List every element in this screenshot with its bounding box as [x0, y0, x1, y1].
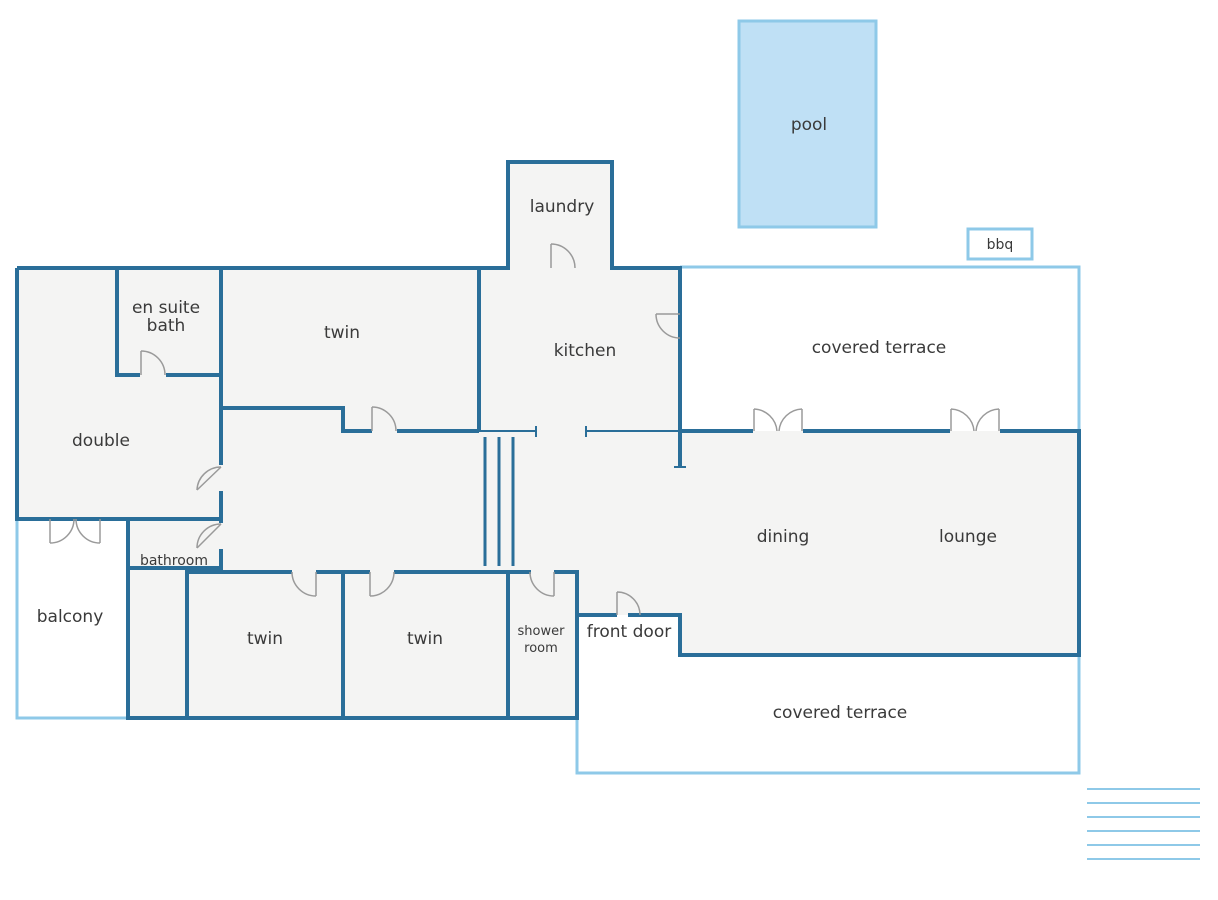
- pool-label: pool: [791, 115, 827, 135]
- kitchen-terrace-door-icon[interactable]: [655, 313, 681, 339]
- covered-terrace-north-outline: [680, 265, 1081, 431]
- dining-label: dining: [757, 527, 810, 547]
- en-suite-door-icon[interactable]: [140, 350, 166, 376]
- en-suite-label-line1: en suite: [132, 298, 200, 318]
- interior-floor: [17, 162, 1079, 718]
- lounge-french-door-icon[interactable]: [950, 408, 1000, 432]
- covered-terrace-south-label: covered terrace: [773, 703, 908, 723]
- covered-terrace-south-outline: [575, 655, 1081, 775]
- twin-south-label: twin: [407, 629, 443, 649]
- twin-southwest-door-icon[interactable]: [291, 571, 317, 597]
- balcony-label: balcony: [37, 607, 104, 627]
- bbq-box: [966, 227, 1034, 261]
- pool-area: [737, 19, 878, 229]
- shower-room-label-line2: room: [524, 641, 558, 656]
- en-suite-label-line2: bath: [147, 316, 186, 336]
- bathroom-label: bathroom: [140, 553, 208, 569]
- front-door-icon[interactable]: [616, 591, 641, 616]
- dining-french-door-icon[interactable]: [753, 408, 803, 432]
- twin-north-door-icon[interactable]: [371, 406, 397, 432]
- bathroom-door-icon[interactable]: [196, 523, 222, 549]
- shower-room-door-icon[interactable]: [529, 571, 555, 597]
- kitchen-label: kitchen: [554, 341, 617, 361]
- stairs-icon: [483, 437, 515, 566]
- front-door-label: front door: [587, 622, 671, 642]
- twin-south-door-icon[interactable]: [369, 571, 395, 597]
- doors: [49, 243, 1000, 616]
- double-label: double: [72, 431, 130, 451]
- lounge-label: lounge: [939, 527, 997, 547]
- kitchen-counter-lines: [479, 426, 686, 468]
- balcony-outline: [15, 519, 128, 720]
- laundry-label: laundry: [530, 197, 595, 217]
- walls: [15, 160, 1081, 720]
- shower-room-label-line1: shower: [518, 624, 566, 639]
- laundry-door-icon[interactable]: [550, 243, 576, 269]
- bbq-label: bbq: [987, 237, 1014, 253]
- double-door-icon[interactable]: [196, 466, 222, 491]
- twin-southwest-label: twin: [247, 629, 283, 649]
- decorative-lines: [1087, 788, 1200, 860]
- covered-terrace-north-label: covered terrace: [812, 338, 947, 358]
- balcony-door-icon[interactable]: [49, 518, 101, 544]
- twin-north-label: twin: [324, 323, 360, 343]
